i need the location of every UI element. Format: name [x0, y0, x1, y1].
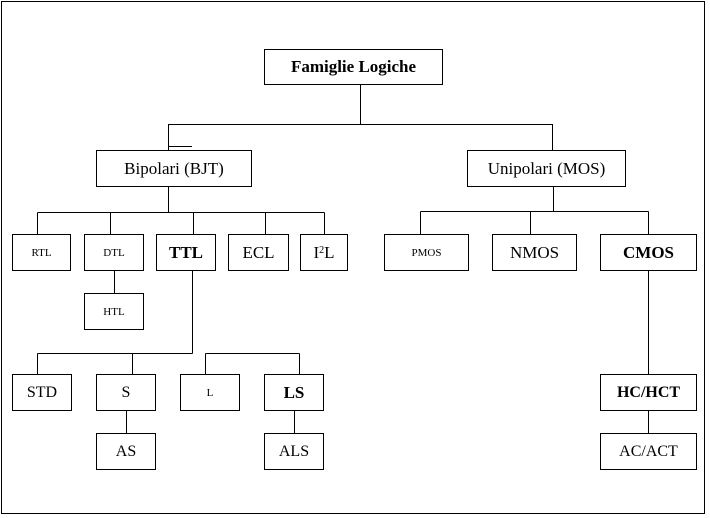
node-std: STD	[12, 374, 72, 411]
node-famiglie-logiche: Famiglie Logiche	[264, 49, 443, 85]
node-s: S	[96, 374, 156, 411]
node-l: L	[180, 374, 240, 411]
connector-ttl	[37, 271, 300, 374]
label-bipolari: Bipolari (BJT)	[124, 158, 224, 178]
node-cmos: CMOS	[600, 234, 697, 271]
node-as: AS	[96, 433, 156, 470]
node-ls: LS	[264, 374, 324, 411]
label-i2l-tail: L	[324, 242, 335, 262]
label-i2l-sup: 2	[319, 245, 325, 256]
node-htl: HTL	[84, 293, 144, 330]
node-ac-act: AC/ACT	[600, 433, 697, 470]
node-ttl: TTL	[156, 234, 216, 271]
node-rtl: RTL	[12, 234, 71, 271]
connector-mos	[420, 186, 649, 234]
node-nmos: NMOS	[492, 234, 577, 271]
connector-bjt	[37, 186, 325, 234]
label-i2l-base: I	[313, 242, 320, 262]
label-unipolari: Unipolari (MOS)	[487, 158, 606, 178]
node-dtl: DTL	[84, 234, 144, 271]
node-ecl: ECL	[228, 234, 289, 271]
node-bipolari: Bipolari (BJT)	[96, 150, 252, 187]
node-unipolari: Unipolari (MOS)	[467, 150, 626, 187]
node-hc-hct: HC/HCT	[600, 374, 697, 411]
node-als: ALS	[264, 433, 324, 470]
connector-root	[168, 84, 553, 151]
node-pmos: PMOS	[384, 234, 469, 271]
